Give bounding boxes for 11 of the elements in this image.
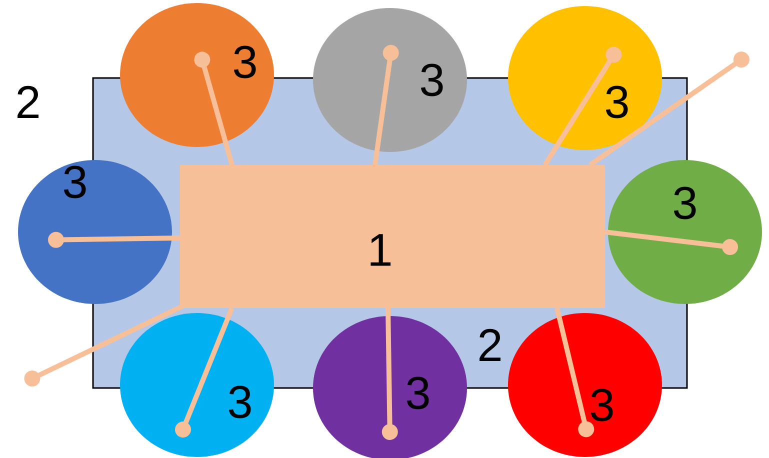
connector-line bbox=[48, 232, 180, 248]
connector-line bbox=[588, 52, 750, 168]
connector-line bbox=[554, 307, 594, 438]
center-rectangle: 1 bbox=[180, 165, 605, 308]
connector-line bbox=[24, 302, 186, 386]
connector-line bbox=[604, 230, 738, 256]
connector-line bbox=[175, 307, 234, 438]
node-label: 2 bbox=[18, 86, 38, 118]
connector-line bbox=[542, 46, 622, 166]
connector-line bbox=[382, 308, 398, 440]
connector-line bbox=[372, 44, 399, 166]
